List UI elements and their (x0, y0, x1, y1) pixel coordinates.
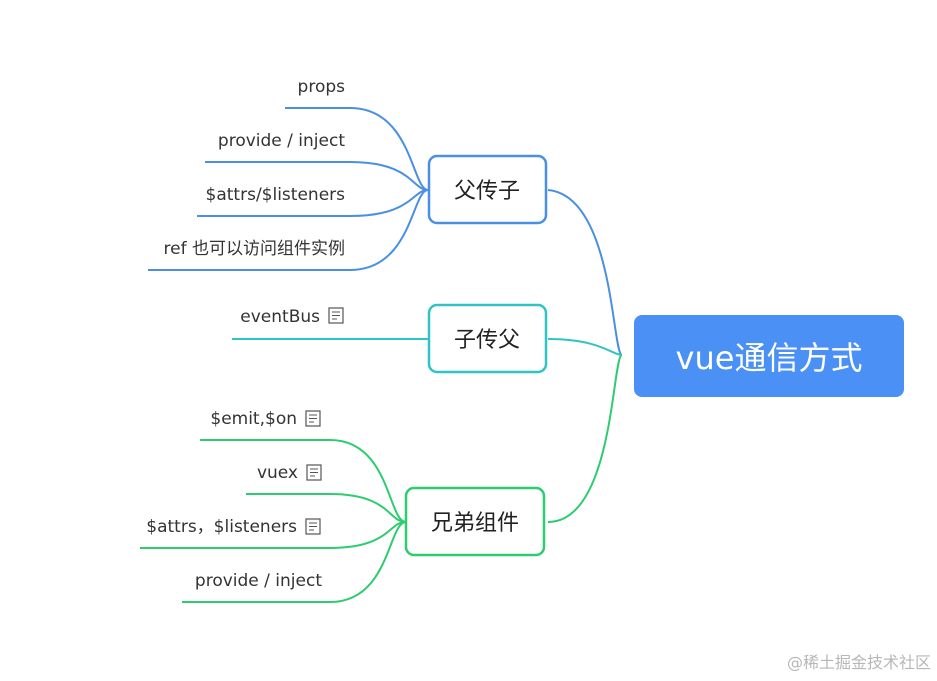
link-siblings-2 (329, 493, 407, 523)
branch-label-siblings: 兄弟组件 (431, 511, 519, 536)
link-siblings-4 (329, 521, 407, 603)
link-root-child-to-parent (547, 338, 623, 356)
link-parent-to-child-1 (349, 107, 429, 191)
branch-node-parent-to-child[interactable]: 父传子 (427, 154, 548, 225)
note-icon[interactable] (306, 464, 322, 481)
watermark: @稀土掘金技术社区 (786, 653, 931, 672)
link-root-parent-to-child (547, 189, 623, 356)
leaf-vuex[interactable]: vuex (257, 463, 298, 483)
root-node[interactable]: vue通信方式 (634, 315, 904, 397)
note-icon[interactable] (328, 307, 344, 324)
link-siblings-3 (329, 521, 407, 549)
leaf-provide-inject-2[interactable]: provide / inject (195, 571, 322, 591)
leaf-emit-on[interactable]: $emit,$on (210, 409, 297, 429)
leaf-eventbus[interactable]: eventBus (240, 307, 320, 327)
branch-label-child-to-parent: 子传父 (454, 328, 520, 353)
branch-label-parent-to-child: 父传子 (454, 179, 520, 204)
link-parent-to-child-3 (349, 189, 429, 217)
note-icon[interactable] (305, 410, 321, 427)
note-icon[interactable] (305, 518, 321, 535)
link-parent-to-child-2 (349, 161, 429, 191)
leaf-provide-inject-1[interactable]: provide / inject (218, 131, 345, 151)
leaf-ref[interactable]: ref 也可以访问组件实例 (164, 239, 345, 259)
leaf-attrs-listeners-2[interactable]: $attrs，$listeners (146, 517, 297, 537)
root-node-label: vue通信方式 (676, 339, 863, 377)
branch-node-child-to-parent[interactable]: 子传父 (427, 303, 548, 374)
leaf-attrs-listeners-1[interactable]: $attrs/$listeners (206, 185, 346, 205)
branch-node-siblings[interactable]: 兄弟组件 (404, 486, 546, 557)
link-siblings-1 (329, 439, 407, 523)
link-parent-to-child-4 (349, 189, 429, 271)
leaf-props[interactable]: props (298, 77, 346, 97)
link-root-siblings (547, 354, 623, 523)
